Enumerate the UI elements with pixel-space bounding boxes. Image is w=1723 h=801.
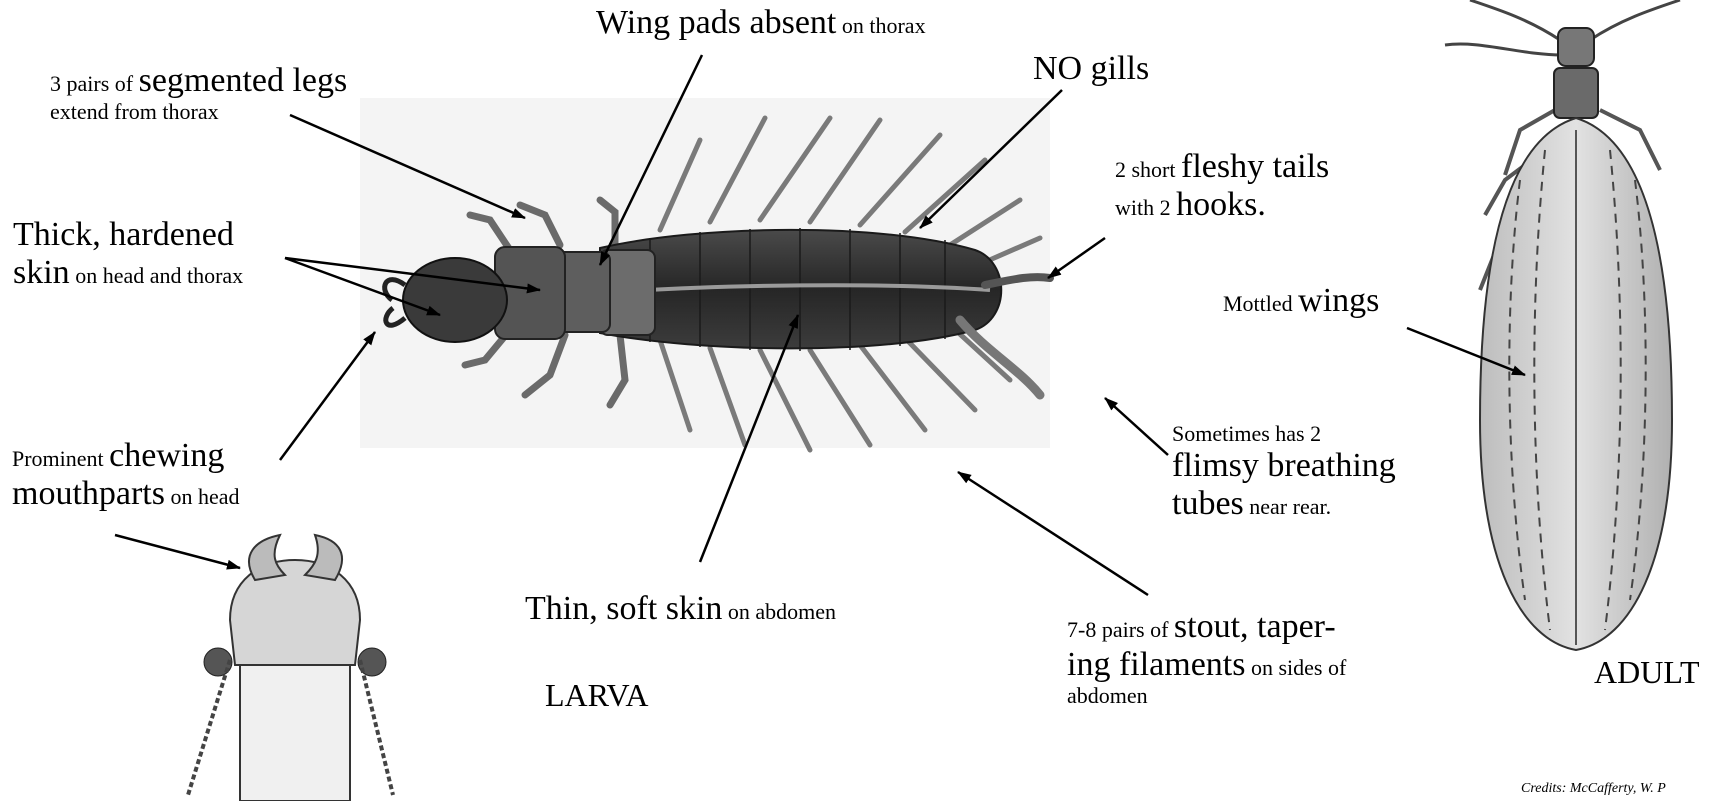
label-skin-head-thorax: Thick, hardened skin on head and thorax (13, 216, 243, 292)
label-tails: 2 short fleshy tails with 2 hooks. (1115, 148, 1329, 224)
label-wing-pads: Wing pads absent on thorax (596, 4, 926, 42)
label-gills: NO gills (1033, 50, 1149, 88)
arrow-filaments (958, 472, 1148, 595)
larva-head (403, 258, 507, 342)
title-larva: LARVA (545, 678, 649, 714)
label-mouthparts: Prominent chewing mouthparts on head (12, 437, 240, 513)
label-breathing-tubes: Sometimes has 2 flimsy breathing tubes n… (1172, 422, 1396, 523)
arrow-mouthparts-closeup (115, 535, 240, 568)
label-wings: Mottled wings (1223, 282, 1379, 320)
label-abdomen-skin: Thin, soft skin on abdomen (525, 590, 836, 628)
adult-thorax (1554, 68, 1598, 118)
arrow-breathing-tubes (1105, 398, 1168, 455)
label-filaments: 7-8 pairs of stout, taper- ing filaments… (1067, 608, 1346, 709)
adult-illustration (1445, 0, 1680, 650)
adult-head (1558, 28, 1594, 66)
head-closeup-illustration (188, 535, 393, 801)
arrow-tails (1048, 238, 1105, 278)
credits-text: Credits: McCafferty, W. P (1521, 781, 1666, 797)
label-legs: 3 pairs of segmented legs extend from th… (50, 62, 347, 125)
title-adult: ADULT (1594, 655, 1699, 691)
